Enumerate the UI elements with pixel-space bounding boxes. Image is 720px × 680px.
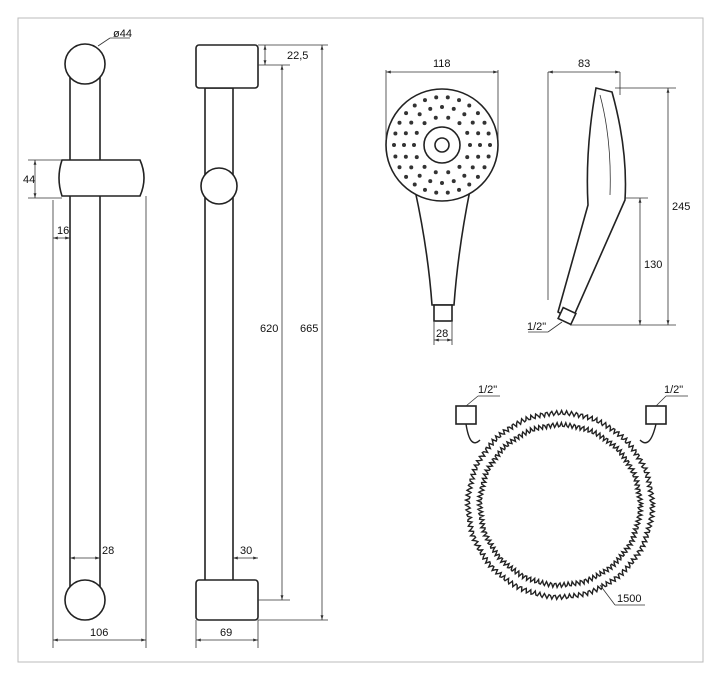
nozzle-dot <box>417 112 422 117</box>
handshower-side-view <box>528 70 676 333</box>
nozzle-dot <box>465 155 470 160</box>
label-thread: 1/2" <box>527 321 546 333</box>
nozzle-dot <box>457 187 462 192</box>
nozzle-dot <box>404 111 409 116</box>
nozzle-dot <box>428 106 433 111</box>
nozzle-dot <box>445 190 450 195</box>
nozzle-dot <box>422 164 427 169</box>
nozzle-dot <box>403 131 408 136</box>
nozzle-dot <box>465 130 470 135</box>
nozzle-dot <box>451 106 456 111</box>
nozzle-dot <box>446 170 451 175</box>
rail-front-view <box>28 37 147 648</box>
nozzle-dot <box>404 174 409 179</box>
rail-side-view <box>195 44 328 648</box>
nozzle-dot <box>457 98 462 103</box>
nozzle-dot <box>476 154 481 159</box>
label-head-diameter: 118 <box>433 58 451 70</box>
nozzle-dot <box>434 190 439 195</box>
nozzle-dot <box>482 165 487 170</box>
nozzle-dot <box>392 143 396 147</box>
label-total-length: 665 <box>300 323 318 335</box>
nozzle-dot <box>462 173 467 178</box>
handshower-front-view <box>385 70 499 345</box>
nozzle-dot <box>434 95 439 100</box>
label-depth: 83 <box>578 58 590 70</box>
nozzle-dot <box>468 143 472 147</box>
nozzle-dot <box>402 143 406 147</box>
nozzle-dot <box>457 164 462 169</box>
nozzle-dot <box>417 173 422 178</box>
label-top-offset: 22,5 <box>287 50 308 62</box>
nozzle-dot <box>428 179 433 184</box>
label-width: 106 <box>90 627 108 639</box>
nozzle-dot <box>412 143 416 147</box>
nozzle-dot <box>467 182 472 187</box>
nozzle-dot <box>467 103 472 108</box>
nozzle-dot <box>476 131 481 136</box>
label-diameter: ø44 <box>113 28 132 40</box>
nozzle-dot <box>422 98 427 103</box>
label-inner-length: 620 <box>260 323 278 335</box>
frame <box>17 17 704 663</box>
label-tube-offset: 30 <box>240 545 252 557</box>
nozzle-dot <box>470 120 475 125</box>
nozzle-dot <box>470 165 475 170</box>
nozzle-dot <box>478 143 482 147</box>
label-rail-width: 69 <box>220 627 232 639</box>
label-handle: 130 <box>644 259 662 271</box>
label-slider-height: 44 <box>23 174 35 186</box>
nozzle-dot <box>486 154 491 159</box>
nozzle-dot <box>422 187 427 192</box>
nozzle-dot <box>403 154 408 159</box>
nozzle-dot <box>433 115 438 120</box>
nozzle-dot <box>397 165 402 170</box>
nozzle-dot <box>482 120 487 125</box>
nozzle-dot <box>393 131 398 136</box>
label-hose-thread-left: 1/2" <box>478 384 497 396</box>
nozzle-dot <box>457 121 462 126</box>
nozzle-dot <box>412 182 417 187</box>
nozzle-dot <box>433 170 438 175</box>
nozzle-dot <box>462 112 467 117</box>
label-hose-length: 1500 <box>617 593 641 605</box>
nozzle-dot <box>397 120 402 125</box>
nozzle-dot <box>446 115 451 120</box>
nozzle-dot <box>409 165 414 170</box>
nozzle-dot <box>422 121 427 126</box>
shower-hose <box>455 395 688 606</box>
label-length: 245 <box>672 201 690 213</box>
nozzle-dot <box>393 154 398 159</box>
nozzle-dot <box>414 155 419 160</box>
nozzle-dot <box>451 179 456 184</box>
label-tube: 28 <box>102 545 114 557</box>
nozzle-dot <box>486 131 491 136</box>
nozzle-dot <box>412 103 417 108</box>
nozzle-dot <box>409 120 414 125</box>
label-hose-thread-right: 1/2" <box>664 384 683 396</box>
nozzle-dot <box>440 181 444 185</box>
nozzle-dot <box>475 174 480 179</box>
nozzle-dot <box>445 95 450 100</box>
nozzle-dot <box>414 130 419 135</box>
label-connector: 28 <box>436 328 448 340</box>
nozzle-dot <box>488 143 492 147</box>
nozzle-dot <box>440 105 444 109</box>
label-offset: 16 <box>57 225 69 237</box>
nozzle-dot <box>475 111 480 116</box>
